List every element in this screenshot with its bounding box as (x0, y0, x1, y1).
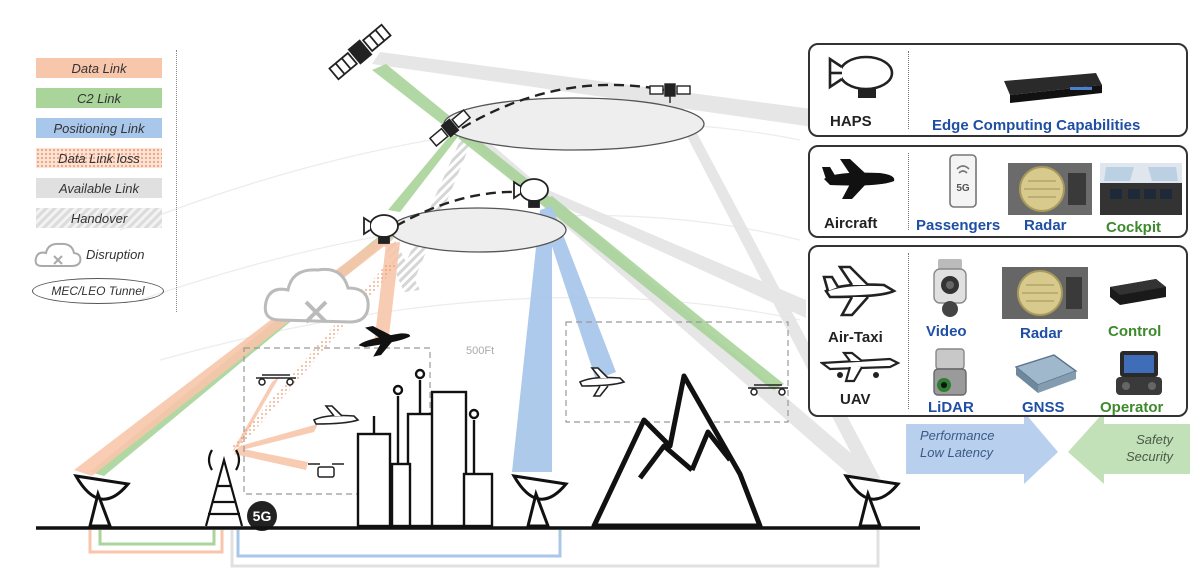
panel-air-taxi-uav: Air-Taxi UAV Video Radar Control (808, 245, 1188, 417)
legend-divider (176, 50, 177, 312)
legend-positioning-link: Positioning Link (36, 118, 162, 138)
uav-icon (820, 351, 900, 383)
drone-icon (308, 463, 344, 478)
5g-label: 5G (253, 508, 272, 524)
control-module-icon (1110, 279, 1166, 305)
air-taxi-icon (578, 367, 626, 397)
altitude-label: 500Ft (466, 345, 494, 357)
city-buildings (356, 368, 494, 528)
ground-dish-icon-3 (843, 474, 901, 528)
cockpit-icon (1100, 163, 1182, 215)
gnss-module-icon (1014, 354, 1078, 393)
uav-title: UAV (840, 391, 871, 408)
panel-haps: HAPS Edge Computing Capabilities (808, 43, 1188, 137)
radar-icon (1008, 163, 1092, 215)
aircraft-item-cockpit: Cockpit (1106, 219, 1162, 236)
haps-blimp-icon (363, 214, 399, 244)
aircraft-item-radar: Radar (1024, 217, 1067, 234)
aircraft-icon (358, 326, 411, 357)
panel-divider (908, 51, 909, 129)
edge-computing-label: Edge Computing Capabilities (932, 117, 1141, 134)
panel-aircraft: Aircraft 5G Passengers Radar Cockpit (808, 145, 1188, 238)
video-camera-icon (933, 259, 967, 317)
air-taxi-icon (822, 265, 897, 317)
edge-server-icon (1004, 73, 1102, 103)
haps-blimp-icon-2 (513, 178, 549, 208)
uav-item-lidar: LiDAR (928, 399, 974, 416)
legend-c2-link: C2 Link (36, 88, 162, 108)
leo-tunnel-ellipse (443, 97, 705, 151)
svg-text:5G: 5G (956, 183, 970, 194)
haps-blimp-icon (828, 55, 894, 98)
aircraft-item-passengers: Passengers (916, 217, 1001, 234)
5g-badge (247, 501, 277, 531)
legend-disruption: Disruption (86, 246, 145, 262)
satellite-icon-3 (649, 83, 691, 103)
safety-label: Safety Security (1126, 432, 1173, 464)
performance-label: Performance Low Latency (920, 428, 995, 460)
passengers-phone-icon: 5G (949, 154, 977, 208)
uav-item-video: Video (926, 323, 967, 340)
uav-item-gnss: GNSS (1022, 399, 1065, 416)
uav-item-control: Control (1108, 323, 1162, 340)
disruption-cloud-icon (263, 267, 370, 324)
haps-haps-dashed-link (395, 190, 521, 228)
positioning-links (512, 206, 616, 472)
panel-divider (908, 253, 909, 409)
performance-arrow (906, 412, 1058, 484)
safety-arrow (1068, 412, 1190, 484)
legend-mec-leo-tunnel: MEC/LEO Tunnel (32, 278, 164, 304)
sat-sat-dashed-link (461, 83, 665, 130)
satellite-icon (328, 23, 392, 81)
ground-dish-icon (73, 474, 131, 528)
uav-icon-2 (256, 374, 296, 386)
legend-handover: Handover (36, 208, 162, 228)
air-taxi-icon-2 (312, 405, 360, 425)
satellite-icon-2 (428, 108, 472, 148)
aircraft-icon (822, 159, 895, 199)
legend-cloud-icon (34, 242, 82, 267)
5g-tower-icon (204, 449, 244, 527)
panel-divider (908, 153, 909, 230)
operator-console-icon (1116, 351, 1162, 395)
legend-data-link-loss: Data Link loss (36, 148, 162, 168)
haps-title: HAPS (830, 113, 872, 130)
uav-icon (748, 384, 788, 396)
aircraft-title: Aircraft (824, 215, 878, 232)
legend-data-link: Data Link (36, 58, 162, 78)
airspace-box-city (243, 347, 431, 495)
ground-dish-icon-2 (511, 474, 569, 528)
radar-icon (1002, 267, 1088, 319)
air-taxi-title: Air-Taxi (828, 329, 883, 346)
lidar-icon (933, 348, 967, 396)
legend-available-link: Available Link (36, 178, 162, 198)
uav-item-operator: Operator (1100, 399, 1164, 416)
uav-item-radar: Radar (1020, 325, 1063, 342)
mountains (591, 373, 763, 529)
backhaul-lines (88, 530, 880, 568)
